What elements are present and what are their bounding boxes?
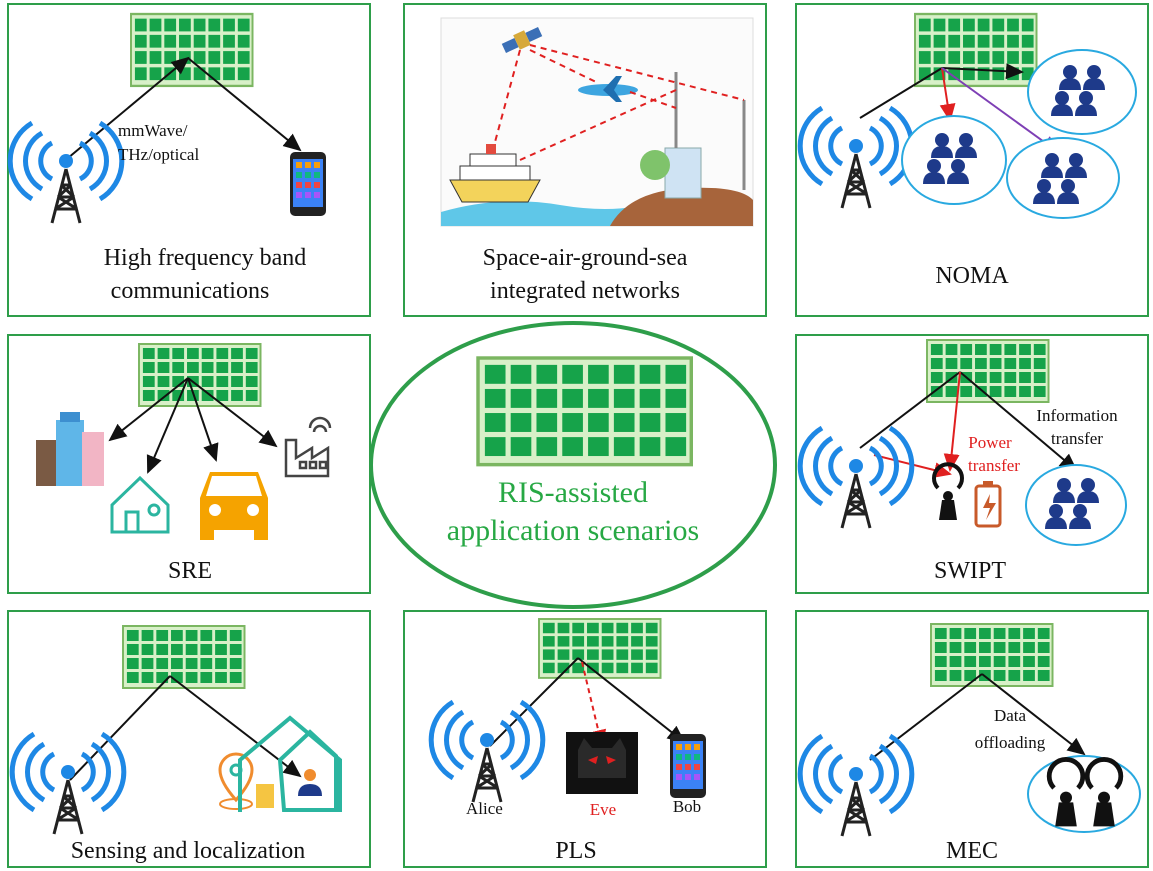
hfb-label-line2: THz/optical — [118, 145, 199, 164]
house-icon — [238, 715, 342, 812]
sagsin-caption-line1: Space-air-ground-sea — [483, 245, 688, 271]
swipt-power-line2: transfer — [968, 456, 1020, 475]
satellite-icon — [501, 27, 543, 53]
mec-data-line1: Data — [994, 706, 1027, 725]
ris-panel-icon — [122, 625, 246, 689]
base-station-icon — [10, 123, 122, 223]
user-group-icon — [1027, 49, 1137, 135]
sre-caption: SRE — [168, 558, 212, 584]
mec-caption: MEC — [946, 838, 998, 864]
sensing-caption: Sensing and localization — [71, 838, 306, 864]
pls-eve-label: Eve — [590, 800, 616, 819]
ris-panel-icon — [538, 618, 662, 679]
hfb-caption-line1: High frequency band — [104, 245, 307, 271]
ris-panel-icon — [138, 343, 262, 407]
panel-noma — [795, 3, 1149, 317]
base-station-icon — [800, 428, 912, 528]
ship-icon — [449, 144, 541, 203]
panel-sagsin — [403, 3, 767, 317]
swipt-caption: SWIPT — [934, 558, 1006, 584]
smartphone-icon — [290, 152, 326, 216]
building-icon — [36, 412, 104, 486]
pls-caption: PLS — [555, 838, 596, 864]
noma-caption: NOMA — [935, 263, 1009, 289]
panel-sensing — [7, 610, 371, 868]
center-title-line2: application scenarios — [447, 514, 699, 547]
base-station-icon — [12, 734, 124, 834]
location-pin-icon — [218, 752, 254, 810]
panel-mec — [795, 610, 1149, 868]
base-station-icon — [800, 736, 912, 836]
eavesdropper-icon — [566, 732, 638, 794]
pls-alice-label: Alice — [466, 799, 503, 818]
sagsin-scene — [440, 17, 754, 227]
hfb-label-line1: mmWave/ — [118, 121, 188, 140]
user-group-icon — [1025, 464, 1127, 546]
ris-panel-icon — [476, 356, 694, 467]
pls-bob-label: Bob — [673, 797, 701, 816]
center-ellipse — [369, 321, 777, 609]
sagsin-caption-line2: integrated networks — [490, 278, 680, 304]
swipt-power-line1: Power — [968, 433, 1012, 452]
base-station-icon — [431, 702, 543, 802]
mec-data-line2: offloading — [975, 733, 1046, 752]
center-title-line1: RIS-assisted — [498, 476, 648, 509]
car-icon — [200, 472, 268, 540]
ris-panel-icon — [129, 12, 254, 88]
base-station-icon — [800, 108, 912, 208]
hfb-caption-line2: communications — [111, 278, 270, 304]
edge-server-icon — [1027, 755, 1141, 833]
panel-swipt — [795, 334, 1149, 594]
factory-icon — [284, 416, 332, 478]
swipt-info-line1: Information — [1036, 406, 1118, 425]
building-icon — [640, 72, 746, 199]
ris-panel-icon — [926, 339, 1050, 403]
ris-panel-icon — [930, 623, 1054, 687]
swipt-info-line2: transfer — [1051, 429, 1103, 448]
ris-panel-icon — [913, 12, 1038, 88]
smartphone-icon — [670, 734, 706, 798]
user-group-icon — [1006, 137, 1120, 219]
panel-pls — [403, 610, 767, 868]
house-icon — [110, 475, 170, 534]
airplane-icon — [578, 76, 638, 102]
battery-icon — [974, 481, 1002, 528]
user-group-icon — [901, 115, 1007, 205]
